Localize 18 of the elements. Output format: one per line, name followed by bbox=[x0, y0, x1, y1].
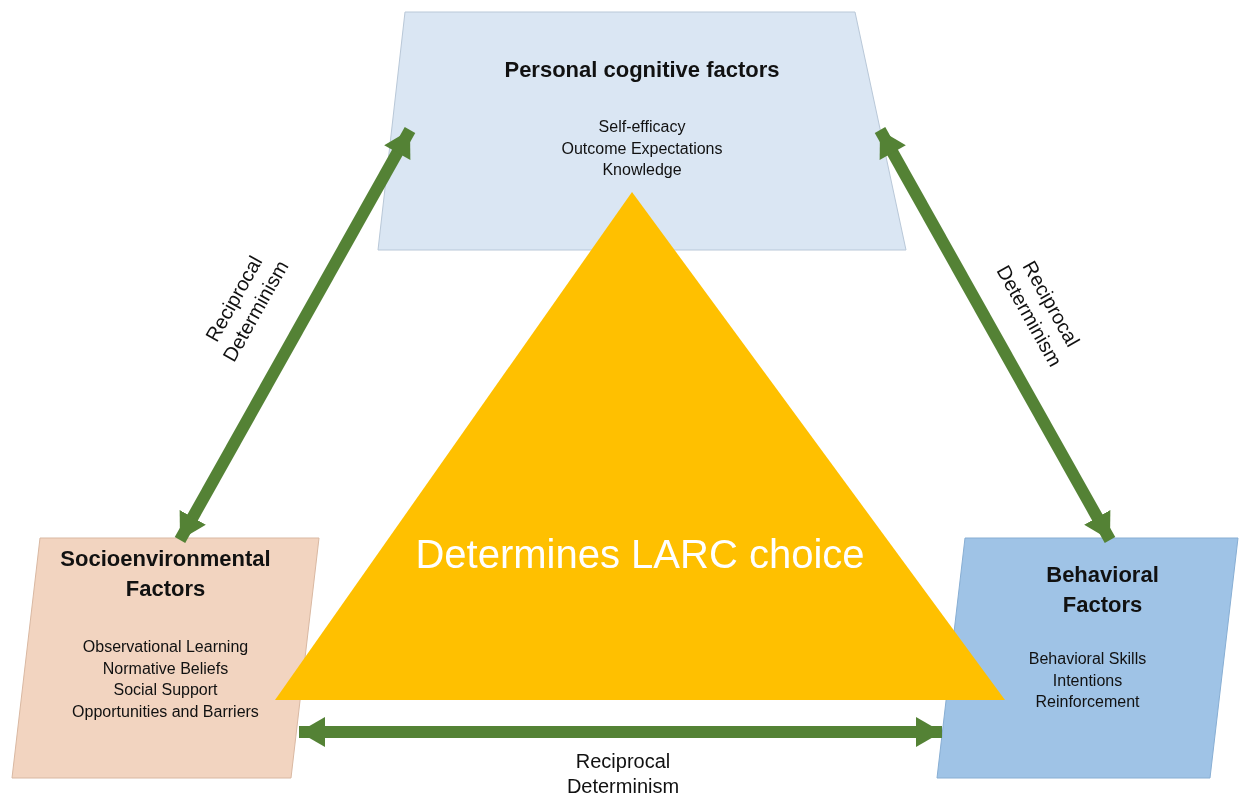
factor-item: Social Support bbox=[112, 680, 219, 700]
double-arrow bbox=[874, 127, 1116, 543]
factor-item: Normative Beliefs bbox=[101, 658, 230, 679]
factor-item: Reinforcement bbox=[1034, 692, 1141, 712]
center-text: Determines LARC choice bbox=[414, 531, 866, 578]
factor-item: Self-efficacy bbox=[597, 117, 687, 137]
factor-item: Opportunities and Barriers bbox=[71, 701, 260, 722]
box-title: Behavioral Factors bbox=[1045, 561, 1160, 619]
factor-item: Intentions bbox=[1051, 670, 1124, 691]
double-arrow bbox=[174, 127, 416, 543]
factor-item: Behavioral Skills bbox=[1027, 649, 1148, 669]
box-title: Socioenvironmental Factors bbox=[59, 545, 272, 603]
edge-label: Reciprocal Determinism bbox=[565, 749, 681, 799]
factor-item: Outcome Expectations bbox=[560, 138, 724, 159]
box-title: Personal cognitive factors bbox=[503, 56, 781, 84]
factor-item: Knowledge bbox=[601, 160, 683, 180]
double-arrow bbox=[299, 717, 942, 747]
factor-item: Observational Learning bbox=[81, 637, 250, 657]
